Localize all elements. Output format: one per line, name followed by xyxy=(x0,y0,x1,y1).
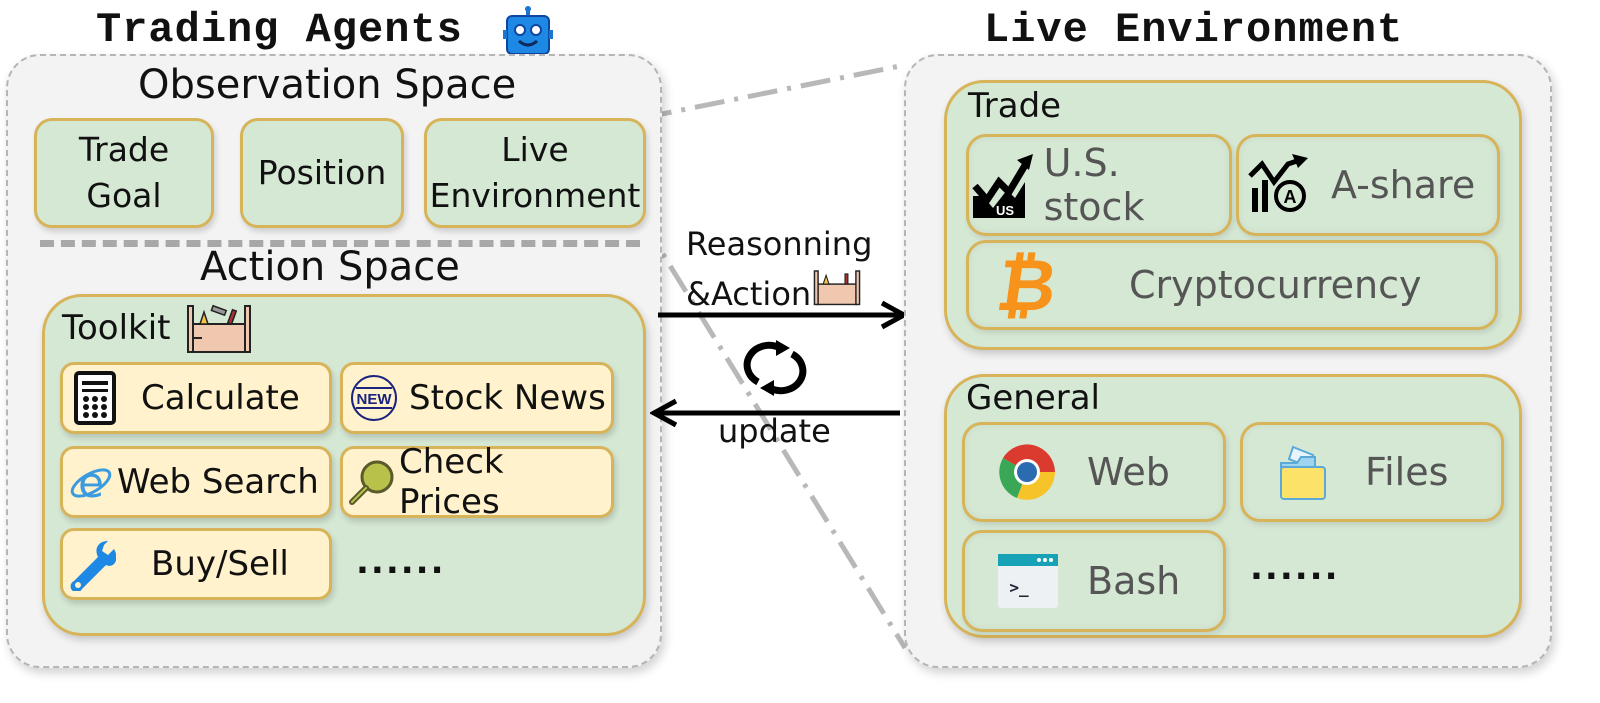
a-badge-text: A xyxy=(1284,187,1297,207)
tool-buy-sell: Buy/Sell xyxy=(60,528,332,600)
terminal-glyph: >_ xyxy=(1009,578,1029,597)
env-item-label: Cryptocurrency xyxy=(1129,263,1422,307)
general-more-ellipsis: ...... xyxy=(1250,548,1340,588)
trading-agents-title: Trading Agents xyxy=(96,6,463,54)
svg-text:e: e xyxy=(78,458,104,507)
tool-check-prices: Check Prices xyxy=(340,442,614,522)
a-share-chart-icon: A xyxy=(1247,154,1317,216)
observation-space-heading: Observation Space xyxy=(138,62,517,108)
tool-label: Calculate xyxy=(141,378,300,418)
magnifier-icon xyxy=(347,457,397,507)
tool-label: Check Prices xyxy=(399,442,504,522)
us-badge-text: US xyxy=(996,203,1014,218)
obs-item-line: Live xyxy=(501,129,569,169)
obs-item-line: Position xyxy=(257,152,387,192)
calculator-icon xyxy=(71,371,119,425)
toolkit-label: Toolkit xyxy=(62,308,171,348)
update-label: update xyxy=(718,412,831,450)
obs-item-line: Goal xyxy=(86,176,162,215)
reasoning-label-line2: &Action xyxy=(686,274,812,313)
trade-heading: Trade xyxy=(968,86,1062,126)
toolbox-icon xyxy=(813,268,861,319)
tool-calculate: Calculate xyxy=(60,362,332,434)
env-web: Web xyxy=(962,422,1226,522)
obs-item-line: Trade xyxy=(78,129,170,169)
refresh-cycle-icon xyxy=(740,338,810,398)
forward-arrow xyxy=(658,300,908,330)
tools-more-ellipsis: ...... xyxy=(356,542,446,582)
chrome-icon xyxy=(995,440,1059,504)
bitcoin-icon: ₿ xyxy=(991,243,1063,327)
env-item-label: Files xyxy=(1365,450,1449,494)
observation-action-divider xyxy=(40,240,640,247)
reasoning-action-label: Reasonning &Action xyxy=(686,220,872,319)
general-heading: General xyxy=(966,378,1100,418)
live-environment-title: Live Environment xyxy=(984,6,1404,54)
tool-label: Stock News xyxy=(409,378,606,418)
update-arrow xyxy=(650,398,900,428)
env-item-label: Web xyxy=(1087,450,1170,494)
tool-web-search: e Web Search xyxy=(60,446,332,518)
obs-item-position: Position xyxy=(240,118,404,228)
env-cryptocurrency: ₿ Cryptocurrency xyxy=(966,240,1498,330)
terminal-icon: >_ xyxy=(997,553,1059,609)
tool-label: Buy/Sell xyxy=(151,544,289,584)
reasoning-label-line1: Reasonning xyxy=(686,225,873,263)
folder-icon xyxy=(1279,443,1329,501)
us-stock-chart-icon: US xyxy=(971,152,1042,218)
env-item-label: A-share xyxy=(1331,163,1476,207)
svg-text:NEW: NEW xyxy=(357,391,393,408)
action-space-heading: Action Space xyxy=(200,244,460,290)
wrench-icon xyxy=(67,537,117,591)
env-bash: >_ Bash xyxy=(962,530,1226,632)
env-files: Files xyxy=(1240,422,1504,522)
env-us-stock: US U.S. stock xyxy=(966,134,1232,236)
env-item-label: U.S. stock xyxy=(1043,141,1145,229)
tool-label: Web Search xyxy=(117,462,319,502)
robot-icon xyxy=(502,4,554,56)
env-item-label: Bash xyxy=(1087,559,1181,603)
toolbox-icon xyxy=(186,302,252,354)
obs-item-line: Environment xyxy=(429,176,641,215)
news-globe-icon: NEW xyxy=(349,374,399,422)
tool-stock-news: NEW Stock News xyxy=(340,362,614,434)
env-a-share: A A-share xyxy=(1236,134,1500,236)
internet-explorer-icon: e xyxy=(67,457,115,507)
